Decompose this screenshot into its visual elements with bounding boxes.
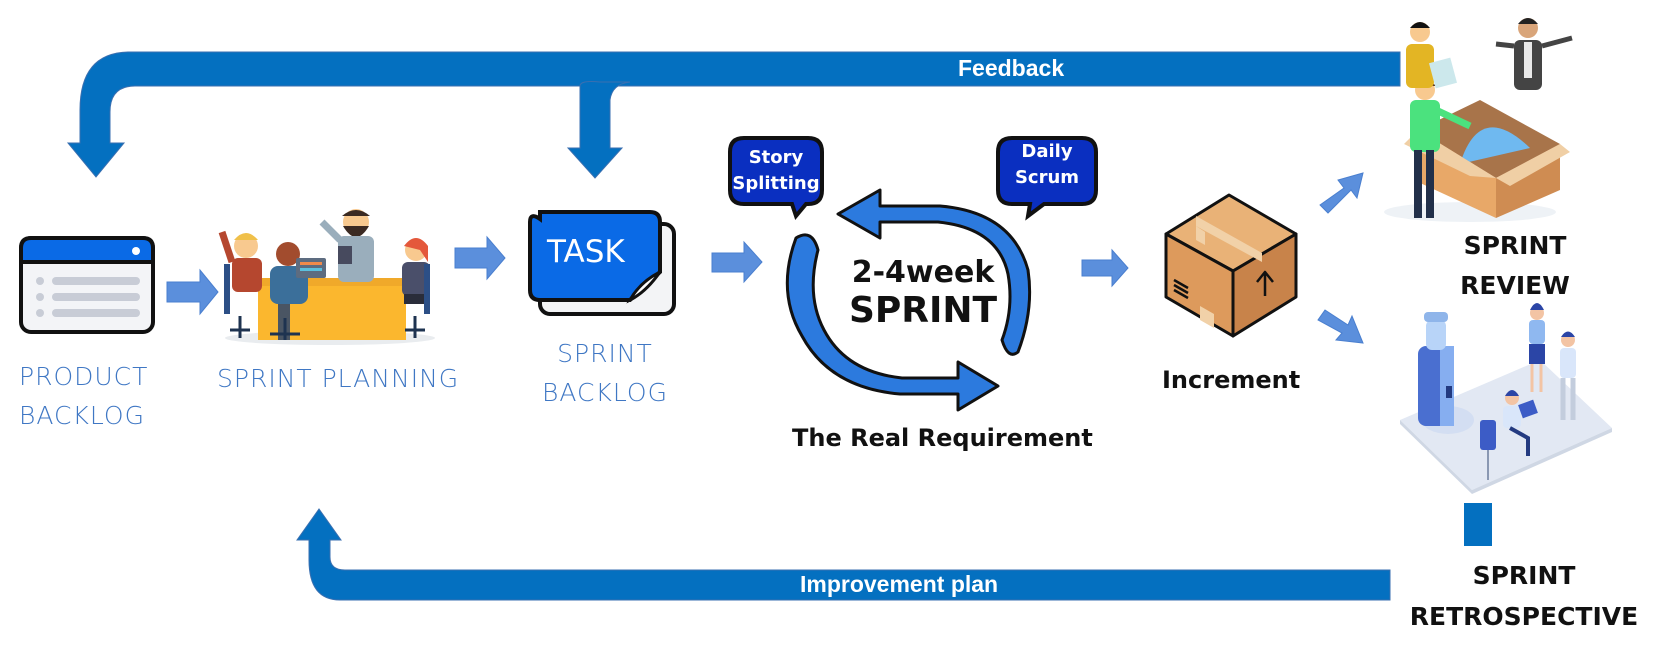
sprint-backlog-label: SPRINT BACKLOG (540, 334, 670, 412)
task-card-icon (528, 210, 676, 316)
cycle-arrow-top (836, 188, 1032, 356)
team-meeting-illustration (218, 209, 435, 345)
sprint-retrospective-label-line1: SPRINT (1472, 561, 1576, 590)
product-backlog-label-line1: PRODUCT (19, 362, 149, 391)
daily-scrum-text: Daily Scrum (998, 139, 1096, 191)
arrow-sprint-to-increment (1081, 248, 1129, 288)
sprint-retrospective-label: SPRINT RETROSPECTIVE (1404, 555, 1644, 637)
flow-arrows (166, 172, 1364, 344)
daily-scrum-bubble (996, 136, 1098, 221)
retrospective-connector (1464, 503, 1492, 546)
story-splitting-text: Story Splitting (730, 145, 822, 197)
review-team-box-illustration (1384, 18, 1573, 222)
task-card-text: TASK (547, 234, 625, 270)
cycle-arrows-icon (785, 188, 1032, 412)
sprint-title-text: SPRINT (848, 290, 998, 331)
sprint-backlog-label-line1: SPRINT (557, 339, 653, 368)
retrospective-team-illustration (1400, 303, 1612, 494)
story-splitting-line1: Story (748, 147, 804, 168)
story-splitting-bubble (728, 136, 824, 221)
sprint-cycle-center-label: 2-4week SPRINT (843, 254, 1003, 330)
sprint-planning-label: SPRINT PLANNING (217, 364, 460, 393)
improvement-plan-loop-arrow (296, 503, 1492, 601)
story-splitting-line2: Splitting (732, 173, 820, 194)
feedback-label: Feedback (958, 55, 1065, 81)
arrow-sprint-backlog-to-sprint (711, 240, 763, 284)
improvement-band (296, 508, 1391, 601)
feedback-band (66, 51, 1401, 178)
feedback-branch-arrow (566, 81, 631, 179)
real-requirement-caption: The Real Requirement (792, 424, 1093, 452)
sprint-backlog-label-line2: BACKLOG (542, 378, 668, 407)
daily-scrum-line2: Scrum (1014, 167, 1080, 188)
cycle-arrow-bottom (785, 233, 1000, 412)
sprint-duration-text: 2-4week (851, 255, 995, 290)
arrow-increment-to-retrospective (1317, 309, 1364, 344)
arrow-increment-to-review (1319, 172, 1364, 214)
backlog-list-window-icon (19, 236, 155, 334)
shipping-box-icon (1164, 193, 1298, 338)
sprint-retrospective-label-line2: RETROSPECTIVE (1409, 602, 1639, 631)
arrow-planning-to-sprint-backlog (454, 235, 506, 281)
daily-scrum-line1: Daily (1021, 141, 1073, 162)
product-backlog-label: PRODUCT BACKLOG (19, 357, 148, 435)
sprint-review-label: SPRINT REVIEW (1440, 226, 1590, 306)
sprint-review-label-line2: REVIEW (1460, 271, 1570, 300)
product-backlog-label-line2: BACKLOG (19, 401, 145, 430)
arrow-backlog-to-planning (166, 268, 219, 316)
increment-label: Increment (1162, 366, 1301, 394)
sprint-review-label-line1: SPRINT (1463, 231, 1567, 260)
feedback-loop-arrow (66, 51, 1401, 179)
improvement-plan-label: Improvement plan (800, 571, 999, 597)
